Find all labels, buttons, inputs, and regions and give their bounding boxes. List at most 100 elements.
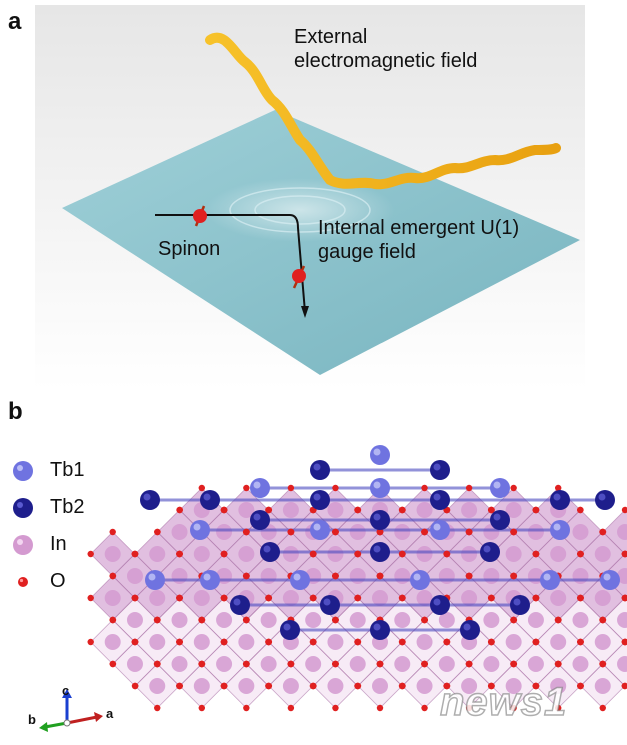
oxygen-atom	[265, 506, 272, 514]
panel-b-letter: b	[8, 398, 23, 425]
in-atom	[505, 502, 522, 518]
in-atom	[149, 634, 166, 650]
tb2-atom	[310, 460, 330, 480]
in-atom	[372, 590, 388, 606]
oxygen-atom	[287, 704, 295, 712]
panel-a-letter: a	[8, 8, 22, 35]
oxygen-atom	[621, 506, 627, 514]
in-atom	[104, 590, 121, 606]
in-atom	[193, 546, 210, 562]
oxygen-atom	[555, 660, 562, 668]
oxygen-atom	[87, 550, 94, 558]
in-atom	[260, 612, 277, 628]
in-swatch-icon	[13, 534, 33, 555]
oxygen-atom	[243, 528, 250, 536]
in-atom	[216, 656, 233, 672]
oxygen-atom	[332, 704, 339, 712]
spinon-path	[155, 214, 306, 313]
in-atom	[527, 524, 544, 540]
in-atom	[171, 612, 188, 628]
in-atom	[104, 546, 121, 562]
in-atom	[416, 590, 433, 606]
o-swatch-icon	[18, 576, 28, 587]
oxygen-atom	[220, 594, 228, 602]
tb2-atom	[490, 510, 510, 530]
oxygen-atom	[354, 550, 361, 558]
in-atom	[372, 678, 388, 694]
oxygen-atom	[421, 528, 428, 536]
tb1-atom	[290, 570, 310, 590]
in-atom	[550, 546, 567, 562]
oxygen-atom	[532, 506, 540, 514]
in-atom	[461, 502, 478, 518]
legend-label: Tb2	[50, 496, 85, 518]
internal-field-label: Internal emergent U(1) gauge field	[318, 217, 520, 263]
in-atom	[394, 568, 411, 584]
in-atom	[438, 568, 455, 584]
oxygen-atom	[220, 638, 228, 646]
oxygen-atom	[399, 506, 406, 514]
in-atom	[416, 678, 433, 694]
tb2-atom	[480, 542, 500, 562]
tb1-atom	[190, 520, 210, 540]
oxygen-atom	[399, 550, 406, 558]
oxygen-atom	[310, 682, 317, 690]
oxygen-atom	[109, 528, 116, 536]
in-atom	[550, 634, 567, 650]
tb2-atom	[430, 490, 450, 510]
oxygen-atom	[87, 594, 94, 602]
tb2-atom	[430, 595, 450, 615]
in-atom	[617, 612, 627, 628]
legend-label: In	[50, 533, 67, 555]
in-atom	[171, 568, 188, 584]
oxygen-atom	[510, 572, 517, 580]
tb2-atom	[510, 595, 530, 615]
oxygen-atom	[154, 660, 161, 668]
oxygen-atom	[577, 594, 584, 602]
oxygen-atom	[176, 506, 183, 514]
oxygen-atom	[399, 638, 406, 646]
tb2-atom	[200, 490, 220, 510]
tb2-atom	[280, 620, 300, 640]
oxygen-atom	[532, 550, 540, 558]
in-atom	[126, 656, 143, 672]
in-atom	[216, 524, 233, 540]
oxygen-atom	[421, 704, 428, 712]
oxygen-atom	[354, 506, 361, 514]
oxygen-atom	[198, 704, 205, 712]
in-atom	[572, 568, 589, 584]
oxygen-atom	[131, 638, 139, 646]
oxygen-atom	[621, 550, 627, 558]
oxygen-atom	[198, 616, 205, 624]
oxygen-atom	[332, 572, 339, 580]
in-atom	[461, 590, 478, 606]
oxygen-atom	[421, 616, 428, 624]
in-atom	[327, 502, 344, 518]
oxygen-atom	[465, 572, 473, 580]
in-atom	[260, 568, 277, 584]
oxygen-atom	[243, 572, 250, 580]
in-atom	[483, 612, 500, 628]
in-atom	[438, 656, 455, 672]
in-atom	[349, 612, 366, 628]
in-atom	[550, 678, 567, 694]
oxygen-atom	[265, 594, 272, 602]
tb2-atom	[550, 490, 570, 510]
legend-label: Tb1	[50, 459, 85, 481]
oxygen-atom	[577, 682, 584, 690]
in-atom	[461, 546, 478, 562]
oxygen-atom	[488, 594, 495, 602]
in-atom	[260, 656, 277, 672]
tb2-atom	[370, 510, 390, 530]
oxygen-atom	[265, 638, 272, 646]
in-atom	[505, 546, 522, 562]
tb2-atom	[595, 490, 615, 510]
oxygen-atom	[131, 594, 139, 602]
tb2-atom	[320, 595, 340, 615]
spinon-particle-2	[292, 265, 306, 289]
tb2-atom	[370, 542, 390, 562]
tb1-atom	[200, 570, 220, 590]
oxygen-atom	[510, 704, 517, 712]
plane	[62, 110, 580, 375]
